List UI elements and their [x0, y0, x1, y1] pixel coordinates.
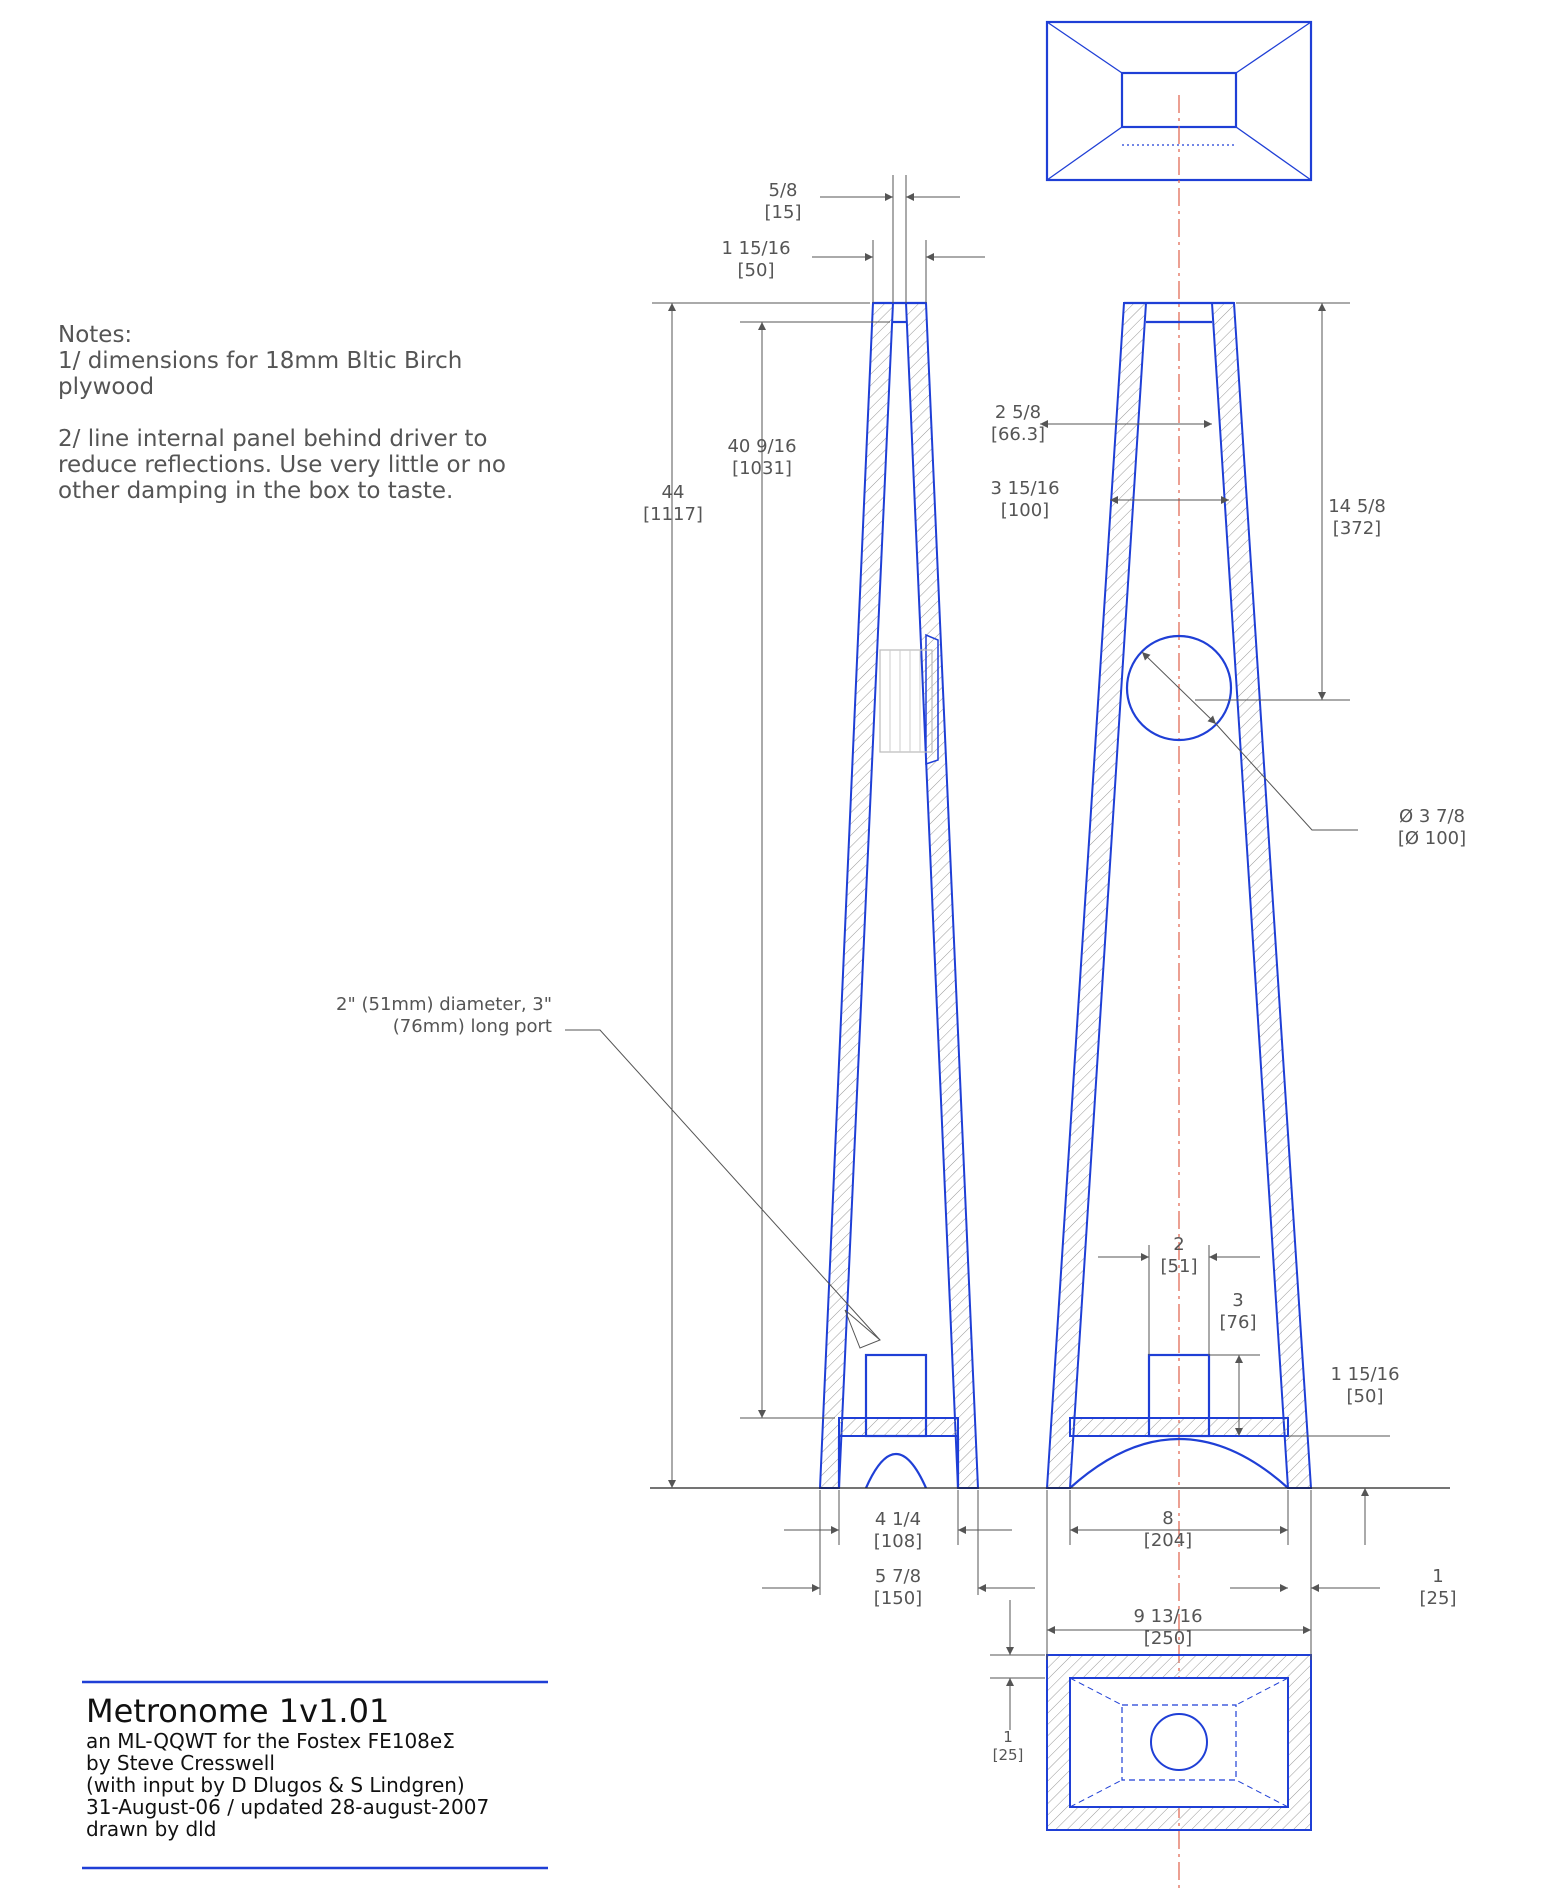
- dim-top-outer-mm: [100]: [1001, 500, 1049, 521]
- dim-port-len-in: 3: [1232, 1290, 1243, 1311]
- dimension-labels: 5/8 [15] 1 15/16 [50] 44 [1117] 40 9/16 …: [336, 180, 1466, 1764]
- dimension-lines: [565, 175, 1390, 1730]
- dim-driver-h-mm: [372]: [1333, 518, 1381, 539]
- port-callout-2: (76mm) long port: [393, 1016, 552, 1037]
- dim-bottom-wall-mm: [25]: [993, 1746, 1024, 1764]
- note-2a: 2/ line internal panel behind driver to: [58, 426, 487, 452]
- dim-driver-dia-in: Ø 3 7/8: [1399, 806, 1465, 827]
- title-line-2: by Steve Cresswell: [86, 1751, 275, 1775]
- port-side: [864, 1353, 928, 1438]
- dim-top-side-mm: [50]: [738, 260, 775, 281]
- dim-top-inner-in: 2 5/8: [995, 402, 1041, 423]
- dim-inner-h-mm: [1031]: [732, 458, 792, 479]
- dim-baffle-h-in: 1 15/16: [1330, 1364, 1399, 1385]
- title-line-5: drawn by dld: [86, 1817, 216, 1841]
- dim-front-outer-in: 9 13/16: [1133, 1606, 1202, 1627]
- dim-side-inner-in: 4 1/4: [875, 1509, 921, 1530]
- notes-heading: Notes:: [58, 322, 132, 348]
- drawing-title: Metronome 1v1.01: [86, 1692, 389, 1730]
- note-1b: plywood: [58, 374, 154, 400]
- dim-wall-mm: [15]: [765, 202, 802, 223]
- dim-front-inner-in: 8: [1162, 1508, 1173, 1529]
- bottom-view: [1046, 1654, 1312, 1831]
- title-block: Metronome 1v1.01 an ML-QQWT for the Fost…: [82, 1680, 548, 1870]
- dim-driver-h-in: 14 5/8: [1328, 496, 1386, 517]
- dim-height-in: 44: [662, 482, 685, 503]
- dim-top-side-in: 1 15/16: [721, 238, 790, 259]
- dim-side-outer-in: 5 7/8: [875, 1566, 921, 1587]
- dim-driver-dia-mm: [Ø 100]: [1398, 828, 1466, 849]
- notes-block: Notes: 1/ dimensions for 18mm Bltic Birc…: [58, 322, 506, 504]
- note-1a: 1/ dimensions for 18mm Bltic Birch: [58, 348, 462, 374]
- dim-front-outer-mm: [250]: [1144, 1628, 1192, 1649]
- dim-inner-h-in: 40 9/16: [727, 436, 796, 457]
- dim-side-inner-mm: [108]: [874, 1531, 922, 1552]
- note-2c: other damping in the box to taste.: [58, 478, 453, 504]
- dim-top-inner-mm: [66.3]: [991, 424, 1045, 445]
- dim-port-len-mm: [76]: [1220, 1312, 1257, 1333]
- driver-cutout: [1125, 634, 1233, 742]
- title-line-4: 31-August-06 / updated 28-august-2007: [86, 1795, 489, 1819]
- port-callout-1: 2" (51mm) diameter, 3": [336, 994, 552, 1015]
- side-view: [818, 301, 980, 1489]
- port-front: [1147, 1353, 1211, 1438]
- driver-side: [879, 633, 939, 766]
- dim-port-dia-mm: [51]: [1161, 1256, 1198, 1277]
- dim-wall-in: 5/8: [769, 180, 798, 201]
- dim-plinth-in: 1: [1432, 1566, 1443, 1587]
- dim-plinth-mm: [25]: [1420, 1588, 1457, 1609]
- dim-top-outer-in: 3 15/16: [990, 478, 1059, 499]
- note-2b: reduce reflections. Use very little or n…: [58, 452, 506, 478]
- dim-height-mm: [1117]: [643, 504, 703, 525]
- dim-front-inner-mm: [204]: [1144, 1530, 1192, 1551]
- title-line-3: (with input by D Dlugos & S Lindgren): [86, 1773, 465, 1797]
- dim-port-dia-in: 2: [1173, 1234, 1184, 1255]
- dim-baffle-h-mm: [50]: [1347, 1386, 1384, 1407]
- dim-side-outer-mm: [150]: [874, 1588, 922, 1609]
- dim-bottom-wall-in: 1: [1003, 1728, 1013, 1746]
- title-line-1: an ML-QQWT for the Fostex FE108eΣ: [86, 1729, 455, 1753]
